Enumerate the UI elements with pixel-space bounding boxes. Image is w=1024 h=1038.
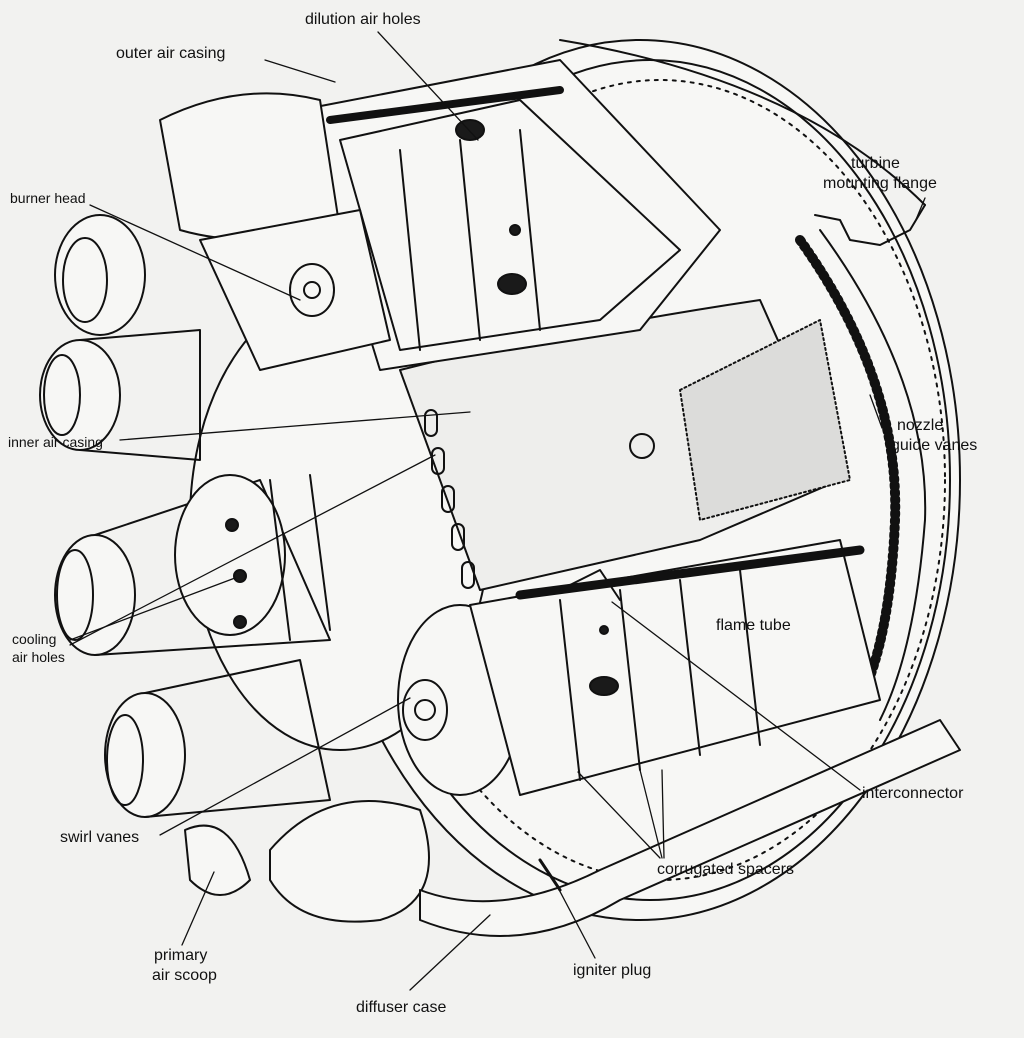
label-turbine-mounting-flange: turbine mounting flange	[823, 154, 937, 194]
label-nozzle-guide-vanes-line2: guide vanes	[891, 437, 978, 454]
label-dilution-air-holes: dilution air holes	[305, 11, 421, 28]
label-primary-air-scoop: primary air scoop	[152, 946, 217, 986]
label-primary-air-scoop-line1: primary	[154, 947, 208, 964]
label-burner-head: burner head	[10, 190, 86, 206]
lower-burner-cans	[104, 659, 430, 923]
leader-lines	[69, 31, 926, 991]
label-diffuser-case: diffuser case	[356, 999, 447, 1016]
label-primary-air-scoop-line2: air scoop	[152, 967, 217, 984]
label-flame-tube: flame tube	[716, 617, 791, 634]
label-interconnector: interconnector	[862, 785, 964, 802]
label-cooling-air-holes-line2: air holes	[12, 649, 65, 665]
label-outer-air-casing: outer air casing	[116, 45, 226, 62]
turbine-mounting-flange	[559, 39, 926, 246]
label-igniter-plug: igniter plug	[573, 962, 652, 979]
label-cooling-air-holes: cooling air holes	[12, 630, 65, 666]
label-turbine-mounting-flange-line2: mounting flange	[823, 175, 937, 192]
label-cooling-air-holes-line1: cooling	[12, 631, 57, 647]
upper-burner-heads	[54, 92, 391, 371]
label-corrugated-spacers: corrugated spacers	[657, 861, 794, 878]
label-swirl-vanes: swirl vanes	[60, 829, 140, 846]
label-nozzle-guide-vanes: nozzle guide vanes	[891, 416, 977, 456]
front-flame-tube	[397, 539, 881, 796]
left-burner-cans	[39, 329, 331, 656]
label-turbine-mounting-flange-line1: turbine	[851, 155, 900, 172]
label-inner-air-casing: inner air casing	[8, 434, 103, 450]
label-nozzle-guide-vanes-line1: nozzle	[897, 417, 944, 434]
nozzle-guide-vanes-ring	[795, 229, 927, 721]
